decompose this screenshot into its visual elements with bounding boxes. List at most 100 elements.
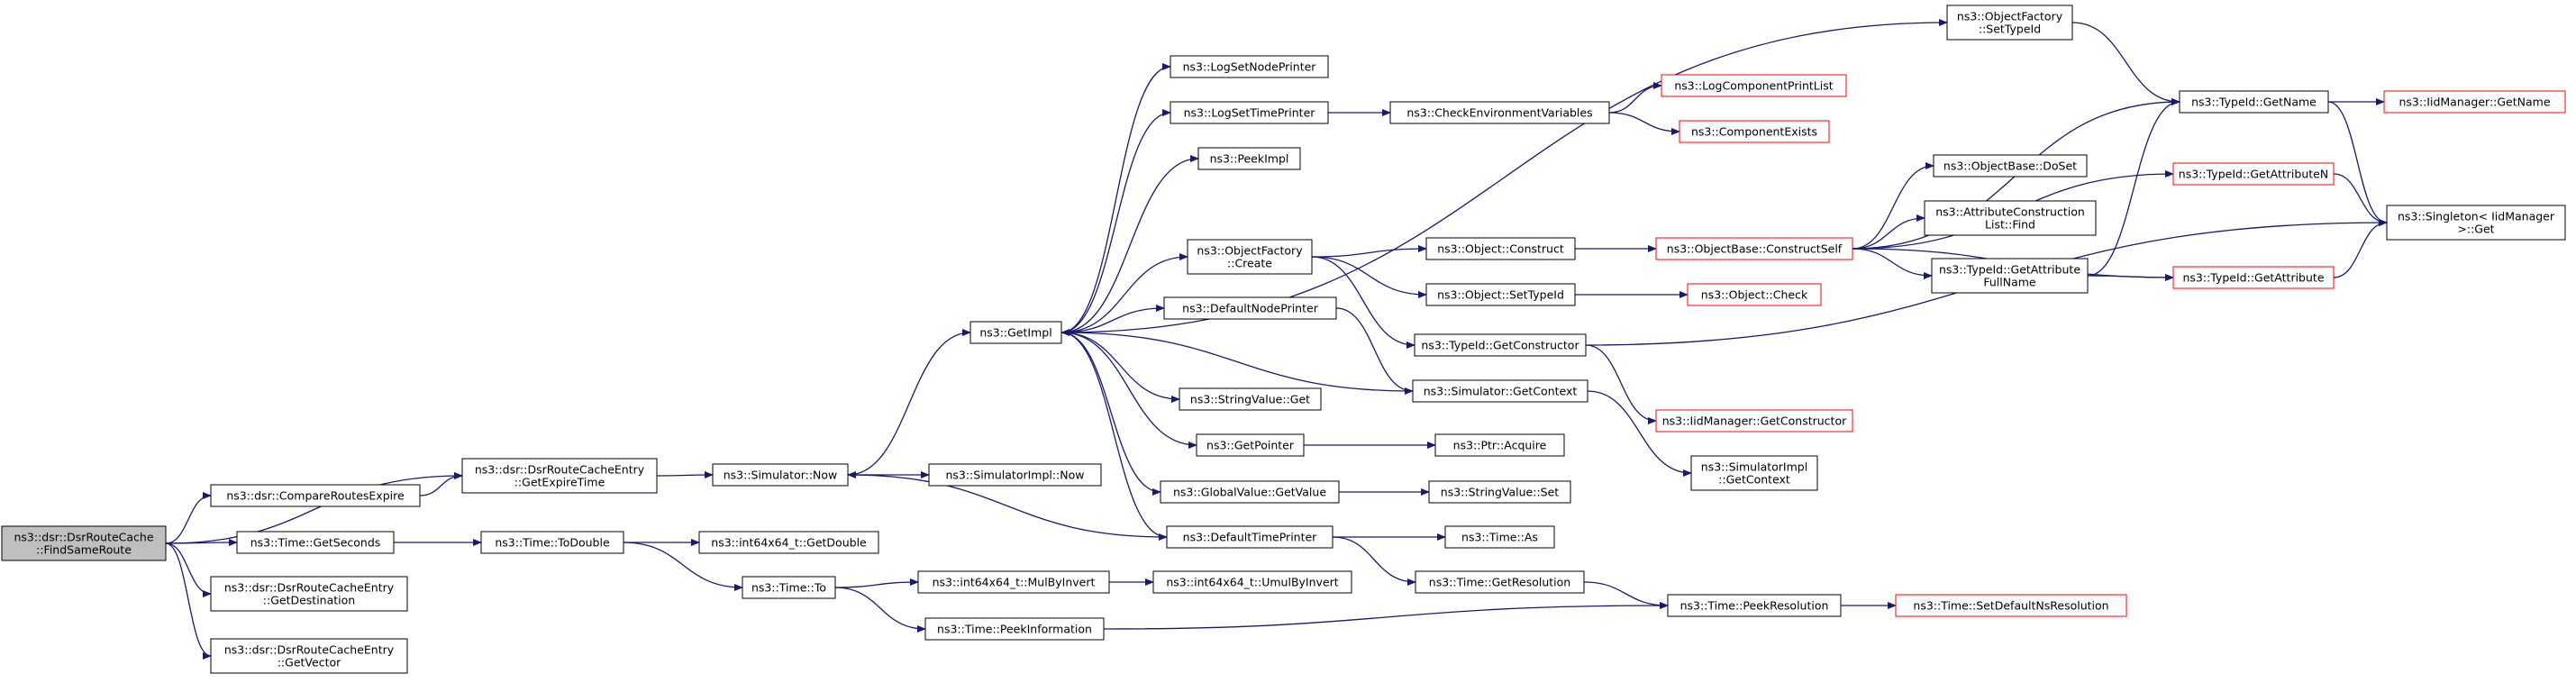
node-time-todouble[interactable]: ns3::Time::ToDouble <box>480 531 624 554</box>
node-box <box>712 463 849 487</box>
call-edge-getimpl-to-peekimpl <box>1060 155 1199 333</box>
node-iidmanager-getname[interactable]: ns3::IidManager::GetName <box>2383 90 2566 114</box>
node-label: ns3::Ptr::Acquire <box>1453 439 1547 452</box>
node-box <box>928 463 1102 487</box>
node-objectfactory-settypeid[interactable]: ns3::ObjectFactory::SetTypeId <box>1946 5 2073 41</box>
call-edge-time-to-to-time-peekinformation <box>834 587 926 633</box>
call-edge-compareroutesexpire-to-getexpiretime <box>419 472 463 496</box>
node-time-to[interactable]: ns3::Time::To <box>742 576 836 599</box>
call-edge-defaulttimeprinter-to-simulator-now <box>847 471 1168 538</box>
node-label: ns3::DefaultNodePrinter <box>1182 302 1319 315</box>
node-getdestination[interactable]: ns3::dsr::DsrRouteCacheEntry::GetDestina… <box>210 576 408 612</box>
node-label: ns3::dsr::DsrRouteCacheEntry <box>475 463 645 477</box>
node-box <box>1931 258 2089 294</box>
call-edge-objectfactory-create-to-typeid-getconstructor <box>1311 256 1415 349</box>
node-logcomponentprintlist[interactable]: ns3::LogComponentPrintList <box>1661 74 1847 97</box>
node-label: ns3::dsr::DsrRouteCache <box>14 531 153 544</box>
node-box <box>1895 594 2127 617</box>
node-time-peekinformation[interactable]: ns3::Time::PeekInformation <box>924 617 1105 641</box>
node-objectfactory-create[interactable]: ns3::ObjectFactory::Create <box>1187 239 1313 275</box>
node-simulator-now[interactable]: ns3::Simulator::Now <box>712 463 849 487</box>
node-label: ns3::Singleton< IidManager <box>2398 210 2555 223</box>
node-typeid-getname[interactable]: ns3::TypeId::GetName <box>2179 90 2329 114</box>
node-int64x64-umulbyinvert[interactable]: ns3::int64x64_t::UmulByInvert <box>1152 570 1352 594</box>
node-time-getresolution[interactable]: ns3::Time::GetResolution <box>1415 570 1585 594</box>
node-peekimpl[interactable]: ns3::PeekImpl <box>1197 147 1301 170</box>
node-getimpl[interactable]: ns3::GetImpl <box>969 321 1062 344</box>
call-edge-getimpl-to-stringvalue-get <box>1060 332 1180 403</box>
node-box <box>236 531 395 554</box>
call-edge-getexpiretime-to-simulator-now <box>656 471 714 479</box>
node-getexpiretime[interactable]: ns3::dsr::DsrRouteCacheEntry::GetExpireT… <box>461 458 658 494</box>
node-objectbase-doset[interactable]: ns3::ObjectBase::DoSet <box>1933 154 2088 178</box>
node-object-settypeid[interactable]: ns3::Object::SetTypeId <box>1425 283 1576 306</box>
node-time-as[interactable]: ns3::Time::As <box>1444 525 1555 549</box>
node-label: ns3::TypeId::GetConstructor <box>1421 339 1579 352</box>
node-stringvalue-set[interactable]: ns3::StringValue::Set <box>1428 480 1571 504</box>
node-objectbase-constructself[interactable]: ns3::ObjectBase::ConstructSelf <box>1655 237 1853 260</box>
call-edge-typeid-getname-to-singleton-get <box>2327 101 2388 226</box>
call-edge-time-todouble-to-time-to <box>623 542 743 591</box>
node-label: ns3::ObjectBase::DoSet <box>1943 159 2077 173</box>
node-simulatorimpl-now[interactable]: ns3::SimulatorImpl::Now <box>928 463 1102 487</box>
node-label: ns3::Time::PeekResolution <box>1680 599 1829 613</box>
node-box <box>1170 55 1329 78</box>
node-typeid-getconstructor[interactable]: ns3::TypeId::GetConstructor <box>1414 333 1587 357</box>
node-stringvalue-get[interactable]: ns3::StringValue::Get <box>1179 387 1322 411</box>
node-globalvalue-getvalue[interactable]: ns3::GlobalValue::GetValue <box>1160 480 1340 504</box>
node-label: List::Find <box>1985 218 2035 232</box>
node-typeid-getattributen[interactable]: ns3::TypeId::GetAttributeN <box>2172 162 2335 186</box>
node-box <box>1425 283 1576 306</box>
node-label: ns3::TypeId::GetAttribute <box>2182 271 2324 285</box>
node-label: ns3::IidManager::GetName <box>2399 96 2550 109</box>
node-label: ns3::ComponentExists <box>1691 125 1817 139</box>
node-label: ns3::Time::As <box>1461 531 1538 544</box>
call-edge-objectfactory-create-to-object-settypeid <box>1311 256 1427 298</box>
node-defaulttimeprinter[interactable]: ns3::DefaultTimePrinter <box>1166 525 1334 549</box>
node-box <box>1414 333 1587 357</box>
node-label: ns3::Time::PeekInformation <box>937 623 1092 636</box>
node-compareroutesexpire[interactable]: ns3::dsr::CompareRoutesExpire <box>210 484 421 507</box>
node-componentexists[interactable]: ns3::ComponentExists <box>1679 120 1830 143</box>
node-int64x64-mulbyinvert[interactable]: ns3::int64x64_t::MulByInvert <box>917 570 1110 594</box>
call-edge-defaultnodeprinter-to-simulator-getcontext <box>1335 307 1414 395</box>
node-label: ns3::TypeId::GetName <box>2191 96 2317 109</box>
node-iidmanager-getconstructor[interactable]: ns3::IidManager::GetConstructor <box>1655 409 1853 433</box>
node-simulator-getcontext[interactable]: ns3::Simulator::GetContext <box>1412 379 1588 403</box>
node-time-getseconds[interactable]: ns3::Time::GetSeconds <box>236 531 395 554</box>
node-label: ns3::GlobalValue::GetValue <box>1173 486 1326 499</box>
node-object-check[interactable]: ns3::Object::Check <box>1687 283 1822 306</box>
node-getpointer[interactable]: ns3::GetPointer <box>1196 433 1305 457</box>
call-edge-checkenvironmentvariables-to-componentexists <box>1608 112 1680 135</box>
node-box <box>1187 239 1313 275</box>
node-box <box>1679 120 1830 143</box>
node-object-construct[interactable]: ns3::Object::Construct <box>1425 237 1576 260</box>
node-box <box>1197 147 1301 170</box>
call-edge-findsameroute-to-getvector <box>165 542 212 660</box>
node-simulatorimpl-getcontext[interactable]: ns3::SimulatorImpl::GetContext <box>1690 455 1818 491</box>
node-typeid-getattribute[interactable]: ns3::TypeId::GetAttribute <box>2172 266 2335 289</box>
node-box <box>1166 525 1334 549</box>
node-time-setdefaultnsresolution[interactable]: ns3::Time::SetDefaultNsResolution <box>1895 594 2127 617</box>
node-box <box>1412 379 1588 403</box>
node-checkenvironmentvariables[interactable]: ns3::CheckEnvironmentVariables <box>1389 101 1610 124</box>
node-int64x64-getdouble[interactable]: ns3::int64x64_t::GetDouble <box>698 531 879 554</box>
node-logsetnodeprinter[interactable]: ns3::LogSetNodePrinter <box>1170 55 1329 78</box>
node-findsameroute[interactable]: ns3::dsr::DsrRouteCache::FindSameRoute <box>1 525 167 561</box>
node-box <box>1425 237 1576 260</box>
node-ptr-acquire[interactable]: ns3::Ptr::Acquire <box>1434 433 1565 457</box>
node-label: FullName <box>1983 276 2036 289</box>
node-singleton-get[interactable]: ns3::Singleton< IidManager >::Get <box>2386 205 2566 241</box>
call-edge-getimpl-to-defaultnodeprinter <box>1060 305 1165 333</box>
call-edge-findsameroute-to-time-getseconds <box>165 539 238 547</box>
node-logsettimeprinter[interactable]: ns3::LogSetTimePrinter <box>1170 101 1329 124</box>
node-defaultnodeprinter[interactable]: ns3::DefaultNodePrinter <box>1163 296 1337 320</box>
node-getvector[interactable]: ns3::dsr::DsrRouteCacheEntry::GetVector <box>210 638 408 674</box>
node-label: ns3::LogSetTimePrinter <box>1184 106 1316 120</box>
node-time-peekresolution[interactable]: ns3::Time::PeekResolution <box>1667 594 1842 617</box>
node-box <box>969 321 1062 344</box>
node-label: ns3::LogSetNodePrinter <box>1183 60 1317 74</box>
node-label: ::GetVector <box>278 656 341 669</box>
